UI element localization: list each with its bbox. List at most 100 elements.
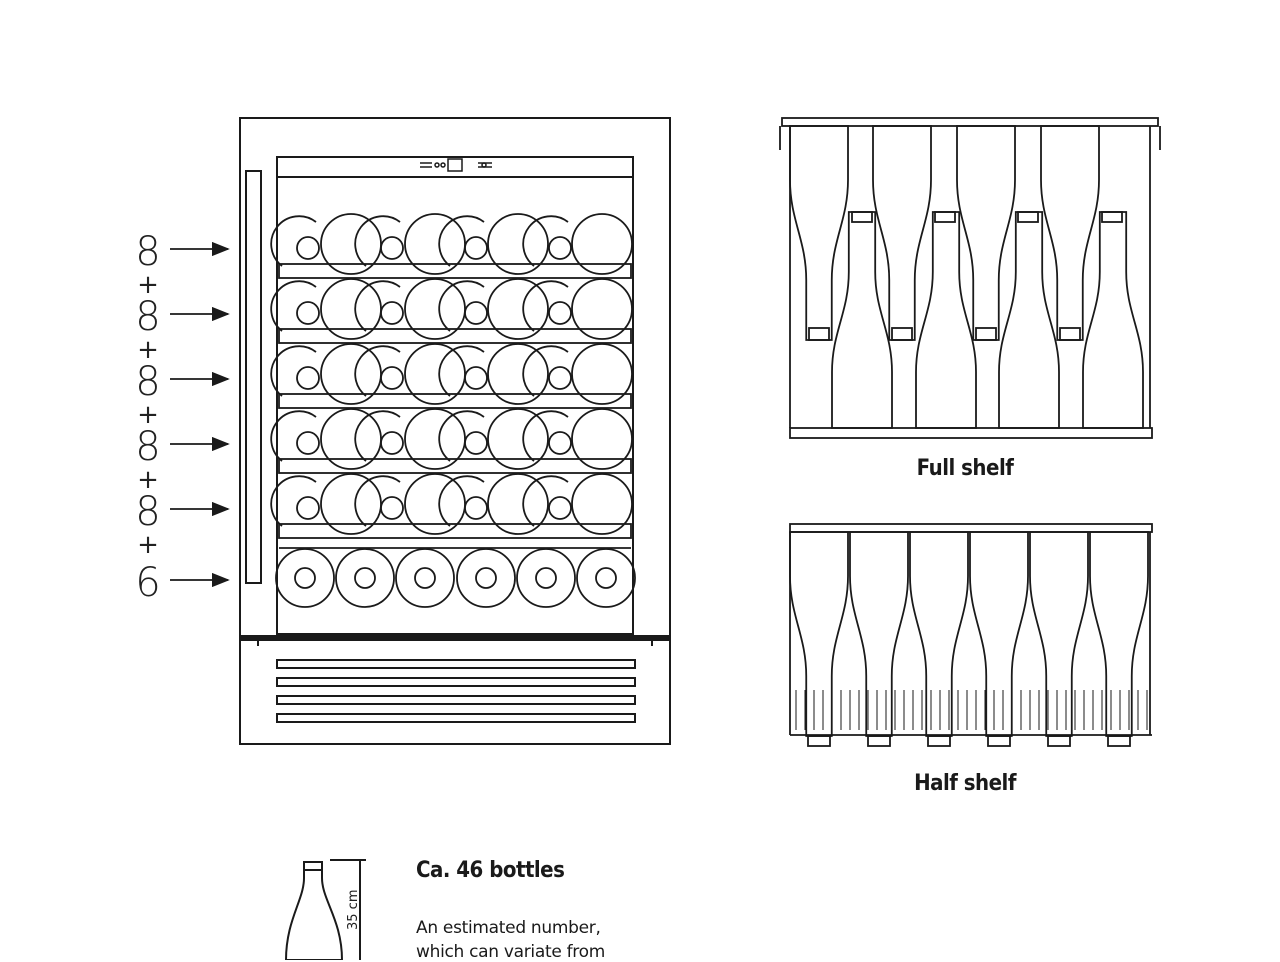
vent-slot [276,659,636,669]
plus-sign: + [137,400,159,430]
bottle-outline [522,280,569,332]
shelves [270,213,636,608]
bottle-outline [522,215,569,267]
bottle-base [487,213,549,275]
bottle-height-label: 35 cm [346,889,361,931]
bottle-neck [595,567,617,589]
neck-band [808,327,830,341]
bottle-outline [522,345,569,397]
shelf-count-3: 8 [135,359,161,405]
bottle-neck [354,567,376,589]
bottle [909,531,969,737]
plus-sign: + [137,335,159,365]
cabinet-body [239,117,671,639]
bottle-cap [807,735,831,747]
bottle-neck [380,431,404,455]
neck-band [934,211,956,223]
glass-door [276,156,634,635]
shelf-rail [278,328,632,344]
bottle-outline [270,215,317,267]
bottle-neck [464,236,488,260]
half-shelf-label: Half shelf [914,771,1016,796]
neck-band [851,211,873,223]
vent-slot [276,695,636,705]
bottle [1040,125,1100,341]
bottle [789,125,849,341]
full-shelf-label: Full shelf [916,456,1014,481]
bottle-outline [438,410,485,462]
bottle-neck [294,567,316,589]
bottle-cap [927,735,951,747]
bottle-base [571,473,633,535]
shelf-count-1: 8 [135,229,161,275]
bottle-neck [548,301,572,325]
bottle-base [320,213,382,275]
neck-band [1101,211,1123,223]
bottle-neck [464,366,488,390]
bottle-base [404,213,466,275]
bottle-cap [1107,735,1131,747]
bottle-base [320,278,382,340]
shelf-arrows [170,241,230,588]
bottle-base [487,473,549,535]
bottle-neck [380,301,404,325]
plus-sign: + [137,530,159,560]
bottle-base [571,343,633,405]
bottle-outline [438,475,485,527]
shelf-rail [278,263,632,279]
cabinet [239,117,671,745]
shelf-count-5: 8 [135,489,161,535]
plinth [239,639,671,745]
bottle [789,531,849,737]
shelf-count-2: 8 [135,294,161,340]
bottle-cap [987,735,1011,747]
bottle-neck [548,236,572,260]
neck-band [891,327,913,341]
bottle-outline [438,345,485,397]
bottle-neck [414,567,436,589]
bottle-outline [270,280,317,332]
neck-band [1059,327,1081,341]
bottle [849,531,909,737]
bottle-base [571,278,633,340]
bottle-neck [296,236,320,260]
bottle-outline [522,410,569,462]
bottle-base [576,548,636,608]
bottle [1082,211,1144,429]
bottle [956,125,1016,341]
neck-band [1017,211,1039,223]
bottle-neck [380,496,404,520]
bottle-base [320,408,382,470]
bottle [915,211,977,429]
bottle [831,211,893,429]
bottle-base [275,548,335,608]
bottle-outline [438,280,485,332]
bottle-neck [548,431,572,455]
vent-slot [276,713,636,723]
bottle-outline [438,215,485,267]
bottle-neck [464,431,488,455]
bottle-base [335,548,395,608]
neck-band [975,327,997,341]
control-panel-icons [420,158,492,172]
bottle-base [320,473,382,535]
full-shelf-illustration [779,117,1161,439]
bottle-neck [296,366,320,390]
bottle [1089,531,1149,737]
bottle-neck [380,236,404,260]
bottle-outline [354,345,401,397]
bottle-neck [464,496,488,520]
bottle-base [487,408,549,470]
bottle-base [571,408,633,470]
bottle [872,125,932,341]
bottle-base [404,343,466,405]
bottle-neck [296,496,320,520]
bottle-base [404,278,466,340]
reference-bottle [284,859,366,960]
capacity-title: Ca. 46 bottles [416,858,565,883]
bottle-neck [475,567,497,589]
bottle-base [571,213,633,275]
shelf-count-4: 8 [135,424,161,470]
